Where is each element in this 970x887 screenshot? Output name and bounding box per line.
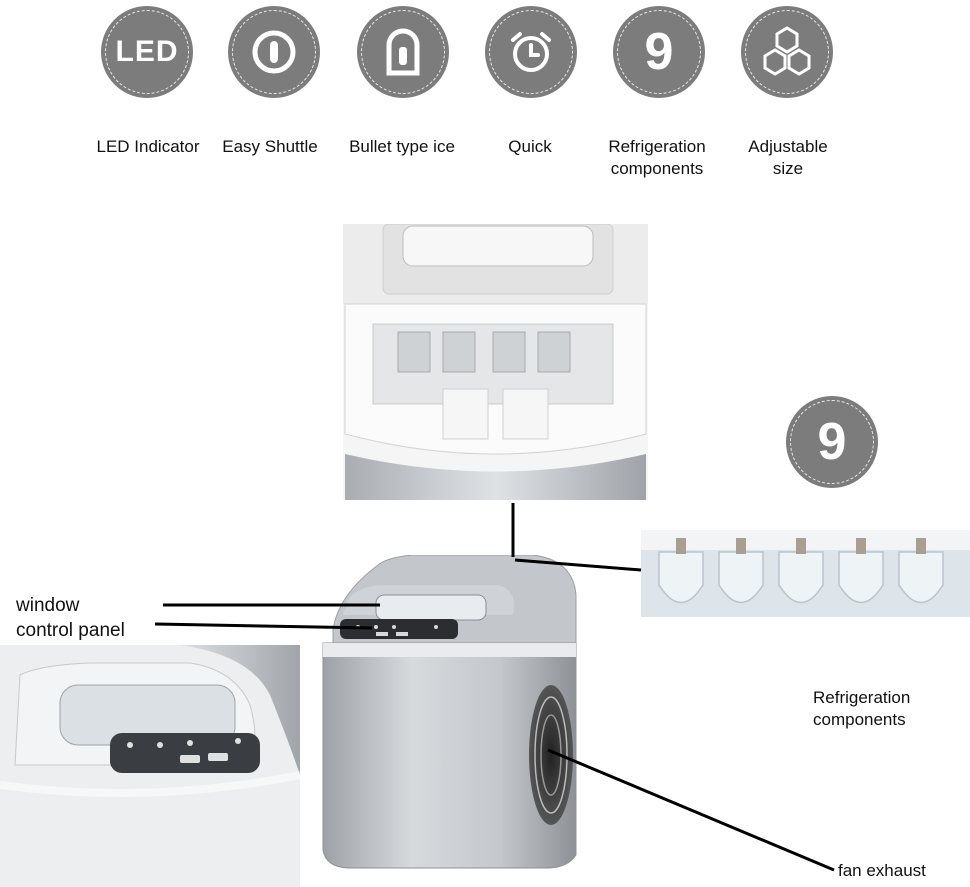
feature-label-bullet: Bullet type ice	[349, 137, 455, 156]
adjustable-size-badge	[741, 6, 833, 98]
feature-label-size: Adjustable size	[718, 136, 858, 180]
feature-label-shuttle: Easy Shuttle	[222, 137, 318, 156]
callout-line: Refrigeration	[813, 688, 911, 707]
control-panel-closeup-photo	[0, 645, 300, 887]
callout-fan-exhaust-label: fan exhaust	[838, 861, 926, 880]
alarm-clock-icon	[511, 32, 551, 72]
easy-shuttle-badge	[228, 6, 320, 98]
ice-maker-interior-photo	[343, 224, 648, 500]
feature-label-line: size	[772, 159, 804, 178]
feature-label-line: components	[610, 159, 704, 178]
feature-label-line: Adjustable	[748, 137, 828, 156]
callout-line: components	[813, 710, 906, 729]
quick-badge	[485, 6, 577, 98]
number-nine-icon: 9	[817, 413, 847, 471]
feature-label-led: LED Indicator	[96, 137, 200, 156]
callout-refrigeration-label: Refrigeration components	[813, 687, 910, 731]
feature-label-refrigeration: Refrigeration components	[587, 136, 727, 180]
led-indicator-icon: LED	[115, 35, 179, 68]
bullet-ice-icon	[386, 28, 420, 76]
bullet-ice-photo	[641, 530, 970, 617]
feature-label-line: Refrigeration	[608, 137, 706, 156]
led-indicator-badge: LED	[101, 6, 193, 98]
feature-label-quick: Quick	[508, 137, 552, 156]
power-shuttle-icon	[252, 30, 296, 74]
callout-control-panel-label: control panel	[16, 620, 125, 641]
number-nine-icon: 9	[644, 23, 674, 81]
refrigeration-side-badge: 9	[786, 396, 878, 488]
callout-window-label: window	[16, 595, 80, 616]
refrigeration-badge: 9	[613, 6, 705, 98]
bullet-ice-badge	[357, 6, 449, 98]
ice-maker-main-photo	[318, 555, 583, 870]
hexagons-icon	[763, 26, 811, 76]
